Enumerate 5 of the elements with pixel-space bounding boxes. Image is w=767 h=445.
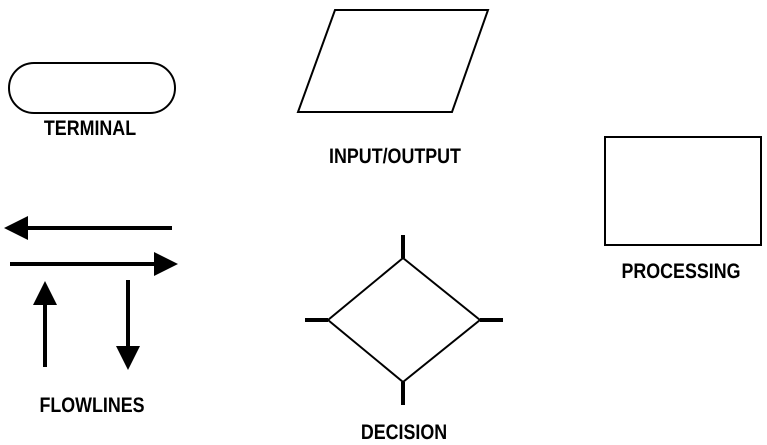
symbol-caption: PROCESSING bbox=[621, 260, 741, 284]
symbol-caption: DECISION bbox=[360, 421, 448, 445]
symbol-caption: INPUT/OUTPUT bbox=[329, 145, 461, 169]
symbol-caption: FLOWLINES bbox=[39, 394, 145, 418]
symbol-caption: TERMINAL bbox=[44, 117, 136, 141]
